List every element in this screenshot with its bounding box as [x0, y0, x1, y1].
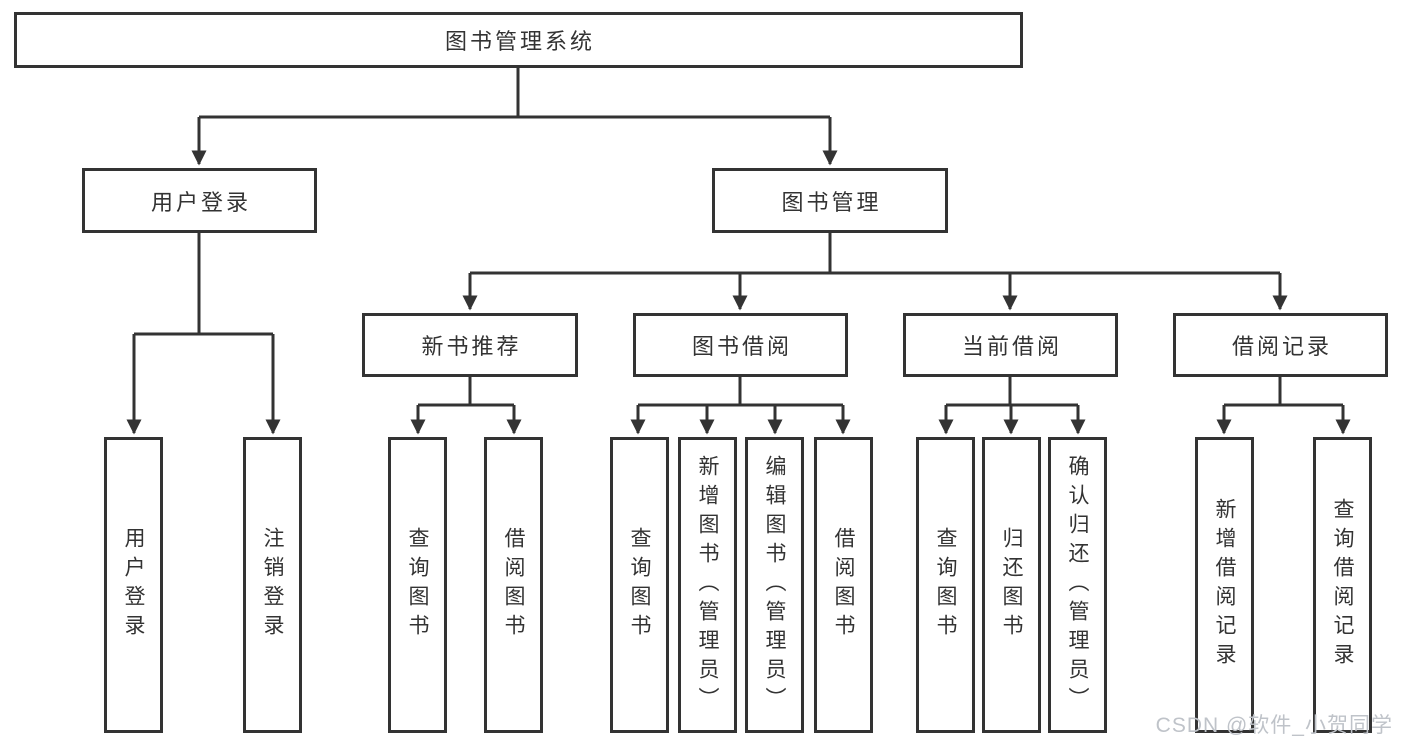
leaf-label: 查询借阅记录	[1331, 498, 1354, 672]
connector-borrow-records-to-children	[1216, 377, 1351, 435]
node-leaf-return-book: 归还图书	[982, 437, 1041, 733]
leaf-label: 归还图书	[1000, 527, 1023, 643]
connector-current-borrow-to-children	[938, 377, 1086, 435]
node-borrow-records: 借阅记录	[1173, 313, 1388, 377]
leaf-label: 编辑图书（管理员）	[763, 454, 786, 716]
connector-user-login-to-children	[126, 233, 281, 435]
node-leaf-query-book-borrow: 查询图书	[610, 437, 669, 733]
node-leaf-add-book-admin: 新增图书（管理员）	[678, 437, 737, 733]
connector-new-book-recommend-to-children	[410, 377, 522, 435]
node-leaf-logout: 注销登录	[243, 437, 302, 733]
leaf-label: 借阅图书	[832, 527, 855, 643]
node-new-book-recommend: 新书推荐	[362, 313, 578, 377]
leaf-label: 注销登录	[261, 527, 284, 643]
node-root: 图书管理系统	[14, 12, 1023, 68]
connector-root-to-level2	[191, 68, 838, 166]
leaf-label: 用户登录	[122, 527, 145, 643]
leaf-label: 借阅图书	[502, 527, 525, 643]
node-leaf-borrow-book: 借阅图书	[814, 437, 873, 733]
leaf-label: 新增图书（管理员）	[696, 454, 719, 716]
connector-book-management-to-level3	[462, 233, 1288, 311]
leaf-label: 查询图书	[406, 527, 429, 643]
node-leaf-confirm-return-admin: 确认归还（管理员）	[1048, 437, 1107, 733]
leaf-label: 新增借阅记录	[1213, 498, 1236, 672]
node-leaf-query-borrow-record: 查询借阅记录	[1313, 437, 1372, 733]
leaf-label: 确认归还（管理员）	[1066, 454, 1089, 716]
node-book-borrow: 图书借阅	[633, 313, 848, 377]
node-leaf-user-login: 用户登录	[104, 437, 163, 733]
node-current-borrow: 当前借阅	[903, 313, 1118, 377]
node-leaf-query-book-recommend: 查询图书	[388, 437, 447, 733]
node-leaf-edit-book-admin: 编辑图书（管理员）	[745, 437, 804, 733]
csdn-watermark: CSDN @软件_小贺同学	[1155, 714, 1393, 737]
leaf-label: 查询图书	[934, 527, 957, 643]
leaf-label: 查询图书	[628, 527, 651, 643]
node-user-login: 用户登录	[82, 168, 317, 233]
node-leaf-borrow-book-recommend: 借阅图书	[484, 437, 543, 733]
node-leaf-add-borrow-record: 新增借阅记录	[1195, 437, 1254, 733]
node-book-management: 图书管理	[712, 168, 948, 233]
node-leaf-query-book-current: 查询图书	[916, 437, 975, 733]
connector-book-borrow-to-children	[630, 377, 851, 435]
